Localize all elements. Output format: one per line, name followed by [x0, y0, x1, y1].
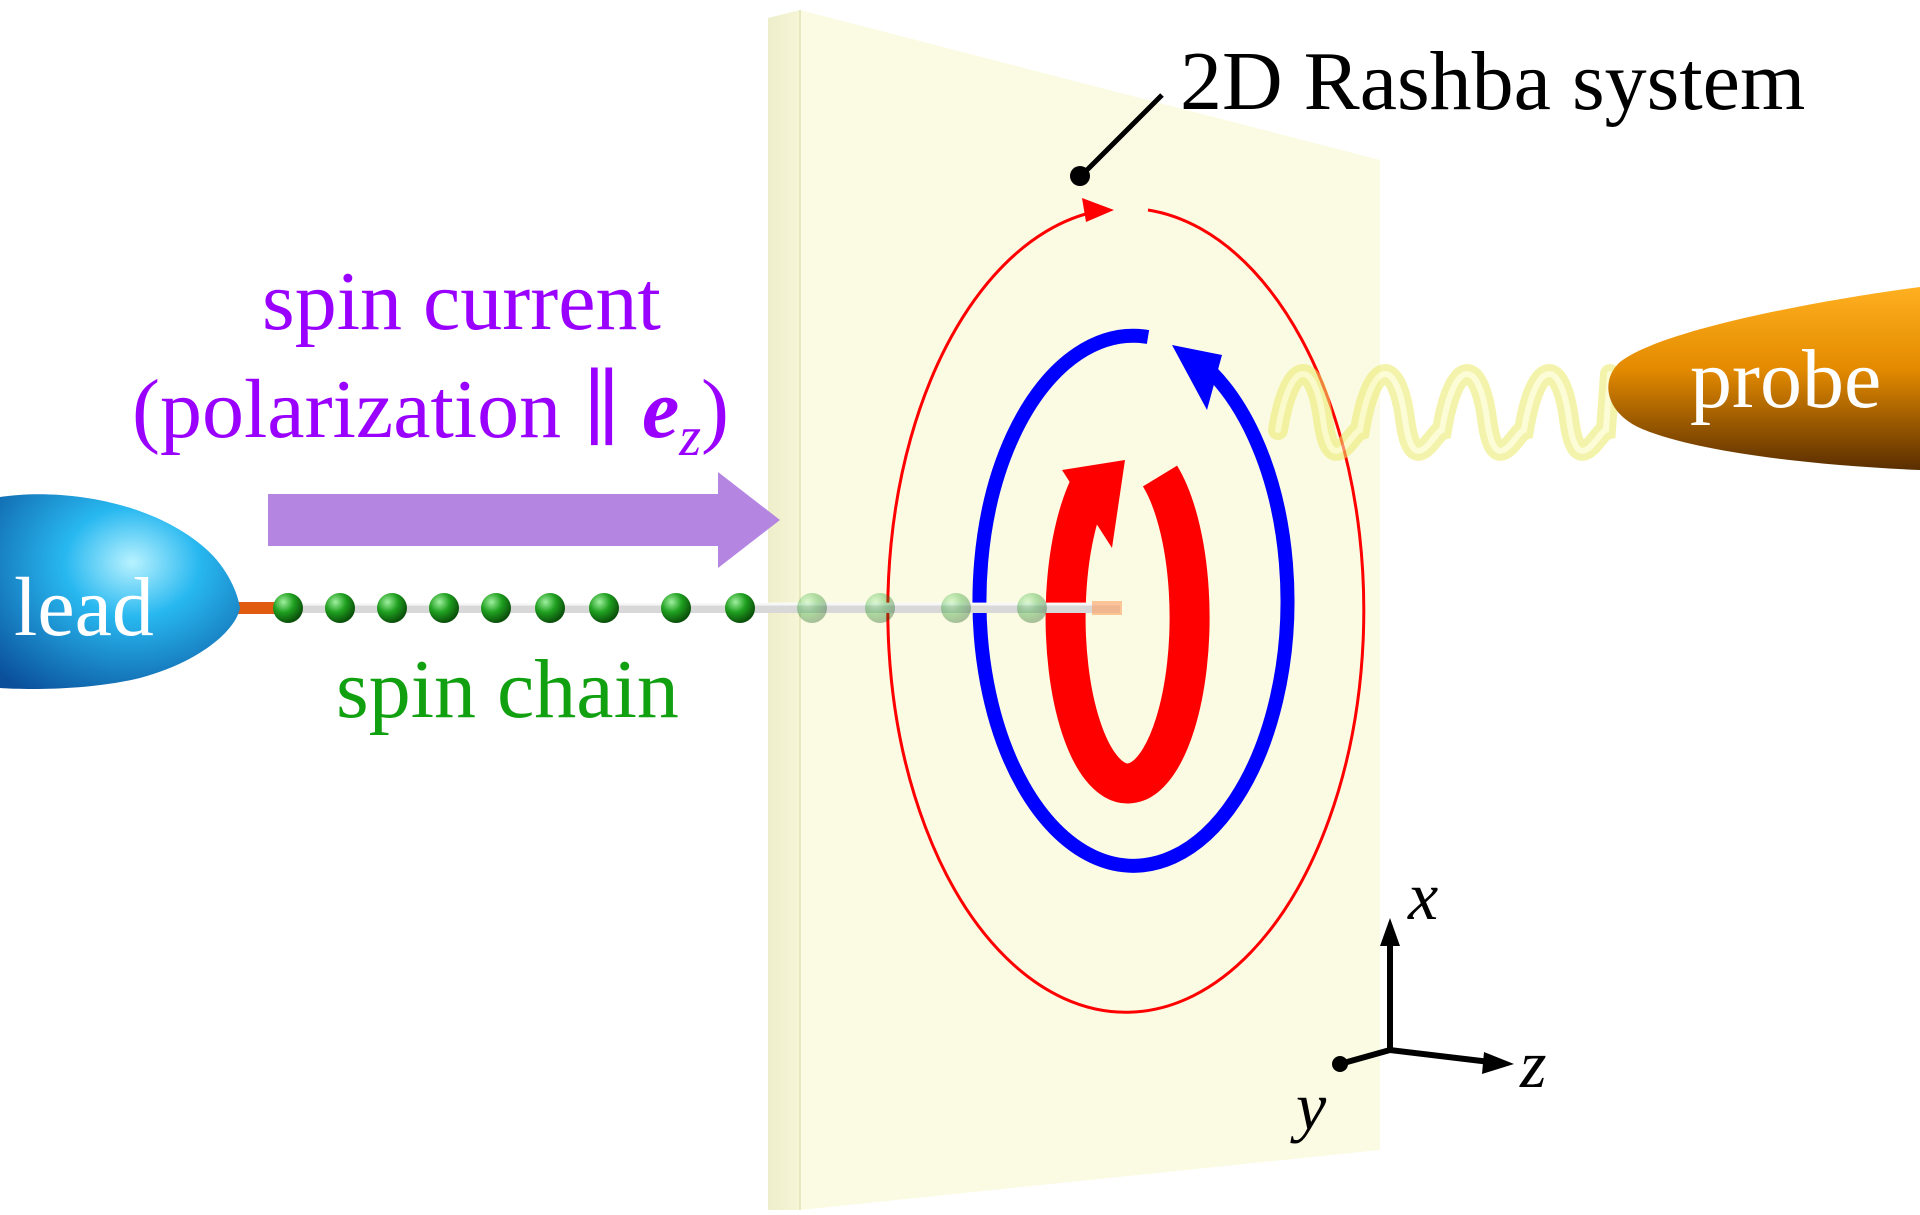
spin-site — [325, 593, 355, 623]
blue-loop — [972, 328, 1295, 873]
rashba-pointer — [1070, 93, 1164, 186]
blue-arrowhead — [1172, 345, 1222, 410]
spin-site — [725, 593, 755, 623]
pointer-dot — [1070, 166, 1090, 186]
spin-current-label: spin current — [262, 255, 661, 348]
x-axis-arrowhead — [1380, 918, 1400, 946]
polarization-label: (polarization ∥ ez) — [132, 368, 729, 466]
spin-site — [535, 593, 565, 623]
axis-y-label: y — [1296, 1068, 1327, 1144]
spin-site — [1017, 593, 1047, 623]
outer-red-arrowhead — [1082, 198, 1114, 222]
polarization-vector-e: e — [641, 363, 680, 456]
spin-site — [941, 593, 971, 623]
spin-site — [589, 593, 619, 623]
spin-site — [481, 593, 511, 623]
y-axis-dot — [1332, 1056, 1348, 1072]
lead-label: lead — [14, 561, 154, 654]
z-axis-arrowhead — [1482, 1052, 1514, 1074]
spin-chain-label: spin chain — [336, 643, 679, 736]
axis-z-label: z — [1520, 1026, 1547, 1102]
spin-chain — [230, 593, 1122, 623]
polarization-subscript: z — [679, 406, 702, 468]
spin-site — [273, 593, 303, 623]
spring-coupling — [1268, 364, 1620, 461]
probe-label: probe — [1690, 333, 1882, 426]
probe-tip — [1608, 287, 1920, 470]
polarization-close: ) — [701, 363, 730, 456]
axis-x-label: x — [1408, 858, 1439, 934]
lead-tip — [0, 494, 240, 689]
polarization-open: (polarization ∥ — [132, 363, 642, 456]
red-vortex — [1045, 460, 1210, 804]
z-axis — [1389, 1047, 1491, 1065]
spin-site — [797, 593, 827, 623]
coordinate-axes — [1332, 918, 1514, 1074]
spin-site — [865, 593, 895, 623]
spin-site — [429, 593, 459, 623]
red-vortex-arrowhead — [1062, 460, 1125, 548]
spin-site — [377, 593, 407, 623]
outer-red-loop — [886, 198, 1366, 1014]
spin-site — [661, 593, 691, 623]
rashba-label: 2D Rashba system — [1180, 35, 1806, 128]
spin-current-arrow — [268, 472, 780, 568]
y-axis — [1339, 1047, 1391, 1067]
